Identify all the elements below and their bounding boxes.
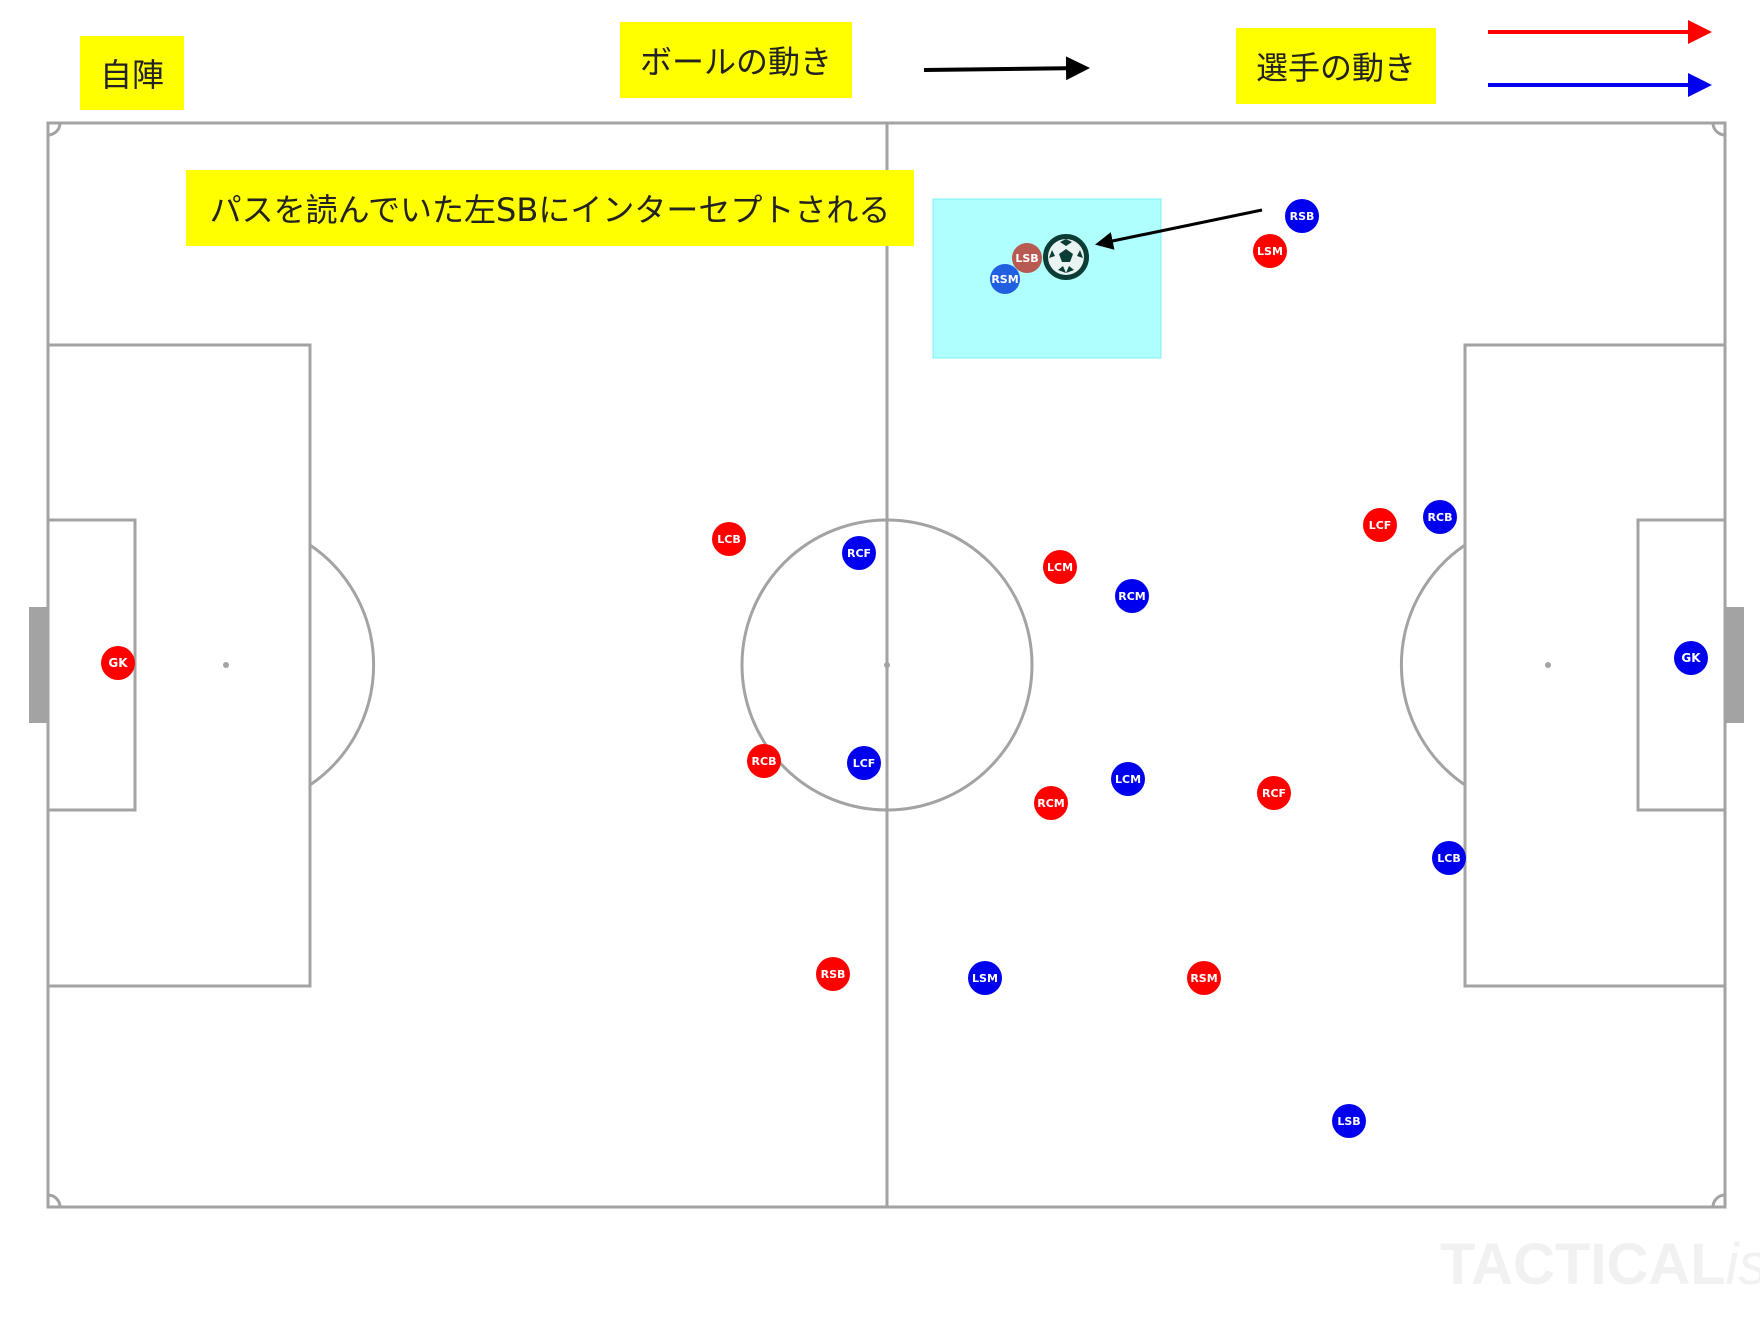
player-token: [1187, 961, 1221, 995]
pass-arrow: [1095, 208, 1263, 250]
player-token: [1332, 1104, 1366, 1138]
player-blue-gk: GK: [1674, 641, 1708, 675]
player-role-label: LSM: [972, 972, 998, 985]
player-role-label: LCM: [1115, 773, 1141, 786]
interception-annotation: パスを読んでいた左SBにインターセプトされる: [186, 170, 914, 246]
player-red-lsb: LSB: [1012, 243, 1042, 273]
highlight-zone: [932, 198, 1162, 359]
player-red-gk: GK: [101, 646, 135, 680]
player-role-label: LCB: [717, 533, 740, 546]
player-token: [842, 536, 876, 570]
player-blue-rcb: RCB: [1423, 500, 1457, 534]
player-blue-lcb: LCB: [1432, 841, 1466, 875]
player-token: [990, 264, 1020, 294]
players: GK LCB RCB RSB LCM RCM LCF RCF LSM RSM LSB GK RCB LCB…: [101, 199, 1708, 1138]
player-red-rcb: RCB: [747, 744, 781, 778]
center-circle: [740, 518, 1034, 812]
player-token: [1432, 841, 1466, 875]
corner-arc-bl: [47, 1193, 62, 1208]
player-role-label: RSB: [821, 968, 846, 981]
player-token: [816, 957, 850, 991]
player-token: [1012, 243, 1042, 273]
ball-movement-label: ボールの動き: [620, 22, 852, 98]
player-role-label: LCF: [1369, 519, 1392, 532]
player-red-lsm: LSM: [1253, 234, 1287, 268]
player-red-lcm: LCM: [1043, 550, 1077, 584]
player-role-label: LSB: [1337, 1115, 1360, 1128]
player-role-label: RSM: [1190, 972, 1217, 985]
watermark-prefix: TACTICAL: [1440, 1232, 1726, 1297]
player-token: [1363, 508, 1397, 542]
player-token: [1285, 199, 1319, 233]
player-blue-rsm: RSM: [990, 264, 1020, 294]
right-penalty-arc: [1399, 543, 1466, 787]
player-role-label: LCF: [853, 757, 876, 770]
player-role-label: RCF: [847, 547, 871, 560]
player-role-label: RCM: [1037, 797, 1065, 810]
player-role-label: RCB: [752, 755, 777, 768]
player-red-rsb: RSB: [816, 957, 850, 991]
player-role-label: RSB: [1290, 210, 1315, 223]
left-goal: [29, 607, 48, 723]
player-role-label: LSB: [1015, 252, 1038, 265]
player-role-label: GK: [108, 656, 128, 670]
player-token: [747, 744, 781, 778]
right-penalty-spot: [1545, 662, 1551, 668]
player-blue-lcf: LCF: [847, 746, 881, 780]
player-role-label: LCB: [1437, 852, 1460, 865]
player-red-rcm: RCM: [1034, 786, 1068, 820]
corner-arc-tr: [1711, 122, 1726, 137]
watermark: TACTICALista: [1440, 1230, 1760, 1300]
left-penalty-arc: [309, 543, 376, 787]
player-blue-lsm: LSM: [968, 961, 1002, 995]
player-red-rsm: RSM: [1187, 961, 1221, 995]
player-role-label: GK: [1681, 651, 1701, 665]
ball-movement-legend-arrow: [923, 56, 1090, 81]
own-half-label: 自陣: [80, 36, 184, 110]
right-goal: [1725, 607, 1744, 723]
player-token: [968, 961, 1002, 995]
player-blue-rcm: RCM: [1115, 579, 1149, 613]
player-token: [1043, 550, 1077, 584]
player-token: [1115, 579, 1149, 613]
player-token: [847, 746, 881, 780]
player-role-label: RCF: [1262, 787, 1286, 800]
corner-arc-tl: [47, 122, 62, 137]
player-role-label: LSM: [1257, 245, 1283, 258]
player-role-label: RSM: [991, 273, 1018, 286]
left-penalty-box: [46, 343, 312, 988]
player-red-lcb: LCB: [712, 522, 746, 556]
corner-arc-br: [1711, 1193, 1726, 1208]
player-token: [101, 646, 135, 680]
player-token: [1111, 762, 1145, 796]
player-blue-rsb: RSB: [1285, 199, 1319, 233]
center-spot: [884, 662, 890, 668]
player-red-rcf: RCF: [1257, 776, 1291, 810]
watermark-suffix: ista: [1725, 1232, 1760, 1297]
player-role-label: LCM: [1047, 561, 1073, 574]
player-blue-lsb: LSB: [1332, 1104, 1366, 1138]
player-movement-label: 選手の動き: [1236, 28, 1436, 104]
player-token: [1034, 786, 1068, 820]
player-token: [1674, 641, 1708, 675]
player-token: [712, 522, 746, 556]
player-blue-rcf: RCF: [842, 536, 876, 570]
player-role-label: RCB: [1428, 511, 1453, 524]
player-role-label: RCM: [1118, 590, 1146, 603]
player-token: [1253, 234, 1287, 268]
player-red-lcf: LCF: [1363, 508, 1397, 542]
left-penalty-spot: [223, 662, 229, 668]
player-token: [1257, 776, 1291, 810]
player-blue-lcm: LCM: [1111, 762, 1145, 796]
player-token: [1423, 500, 1457, 534]
soccer-ball-icon: [1043, 234, 1089, 280]
